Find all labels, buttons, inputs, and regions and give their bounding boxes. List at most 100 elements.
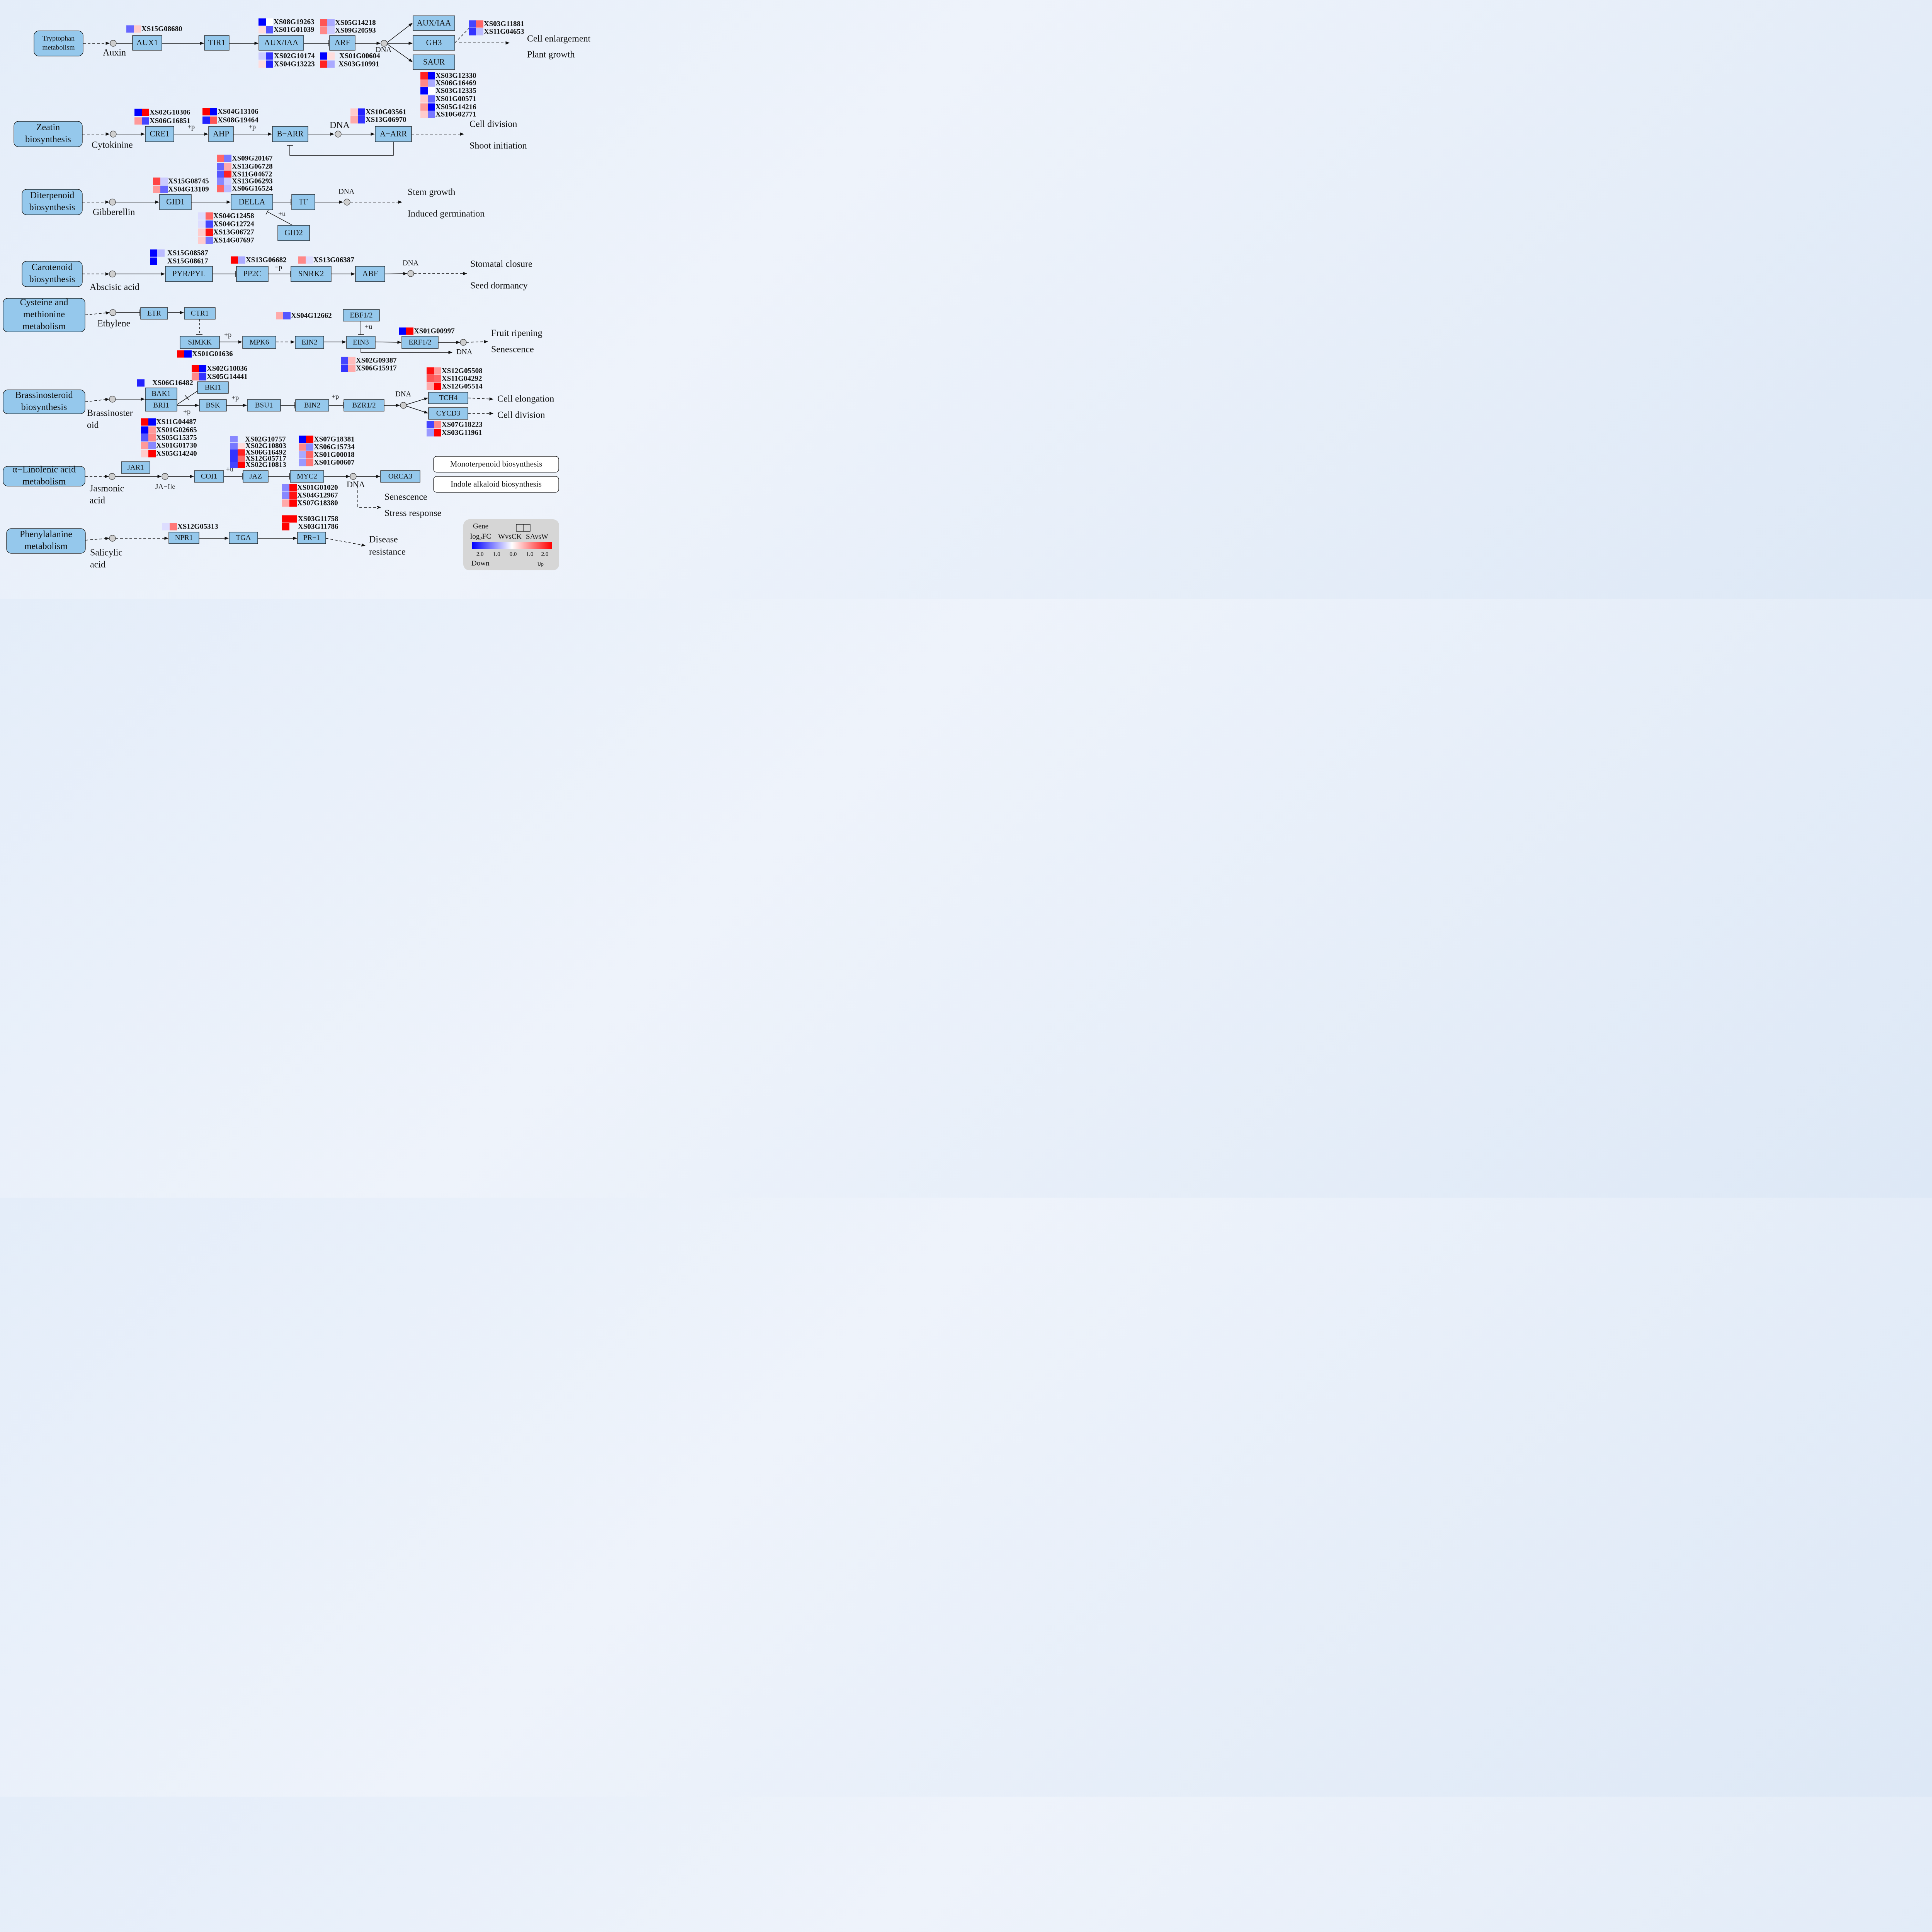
- node-snrk2: [291, 266, 332, 282]
- pathway-zea-label: biosynthesis: [25, 134, 71, 145]
- gene-cell: [428, 103, 435, 111]
- gene-label: XS05G15375: [156, 434, 197, 442]
- node-aarr: [375, 126, 412, 142]
- node-simkk: [180, 336, 220, 349]
- edges-layer: [82, 23, 510, 547]
- pathway-lin-label: α−Linolenic acid: [12, 464, 76, 474]
- gene-cell: [289, 515, 297, 523]
- pathway-car: [22, 261, 83, 287]
- gene-cell: [192, 373, 199, 381]
- gene-cell: [141, 434, 148, 442]
- gene-label: XS04G12662: [291, 311, 332, 320]
- node-bki1: [197, 381, 229, 394]
- dna-label: DNA: [456, 348, 472, 356]
- gene-cell: [198, 220, 206, 228]
- gene-cell: [306, 435, 313, 443]
- gene-cell: [327, 27, 335, 34]
- gene-cell: [153, 177, 160, 185]
- gene-label: XS03G11786: [298, 522, 338, 531]
- gene-label: XS06G15917: [356, 364, 397, 372]
- gene-cell: [238, 456, 245, 462]
- gene-label: XS06G15734: [314, 443, 355, 451]
- jasmonic-node: [109, 473, 116, 480]
- gene-cell: [224, 163, 231, 170]
- gene-cell: [306, 459, 313, 466]
- node-jar1-label: JAR1: [127, 463, 144, 471]
- node-saur-label: SAUR: [423, 57, 445, 66]
- node-jaz-label: JAZ: [249, 472, 262, 480]
- gene-cell: [230, 436, 238, 442]
- gene-cell: [406, 327, 413, 335]
- gene-label: XS01G01039: [274, 26, 315, 34]
- hormone-label-brassinosteroid: Brassinoster: [87, 408, 133, 418]
- node-auxiaa2-label: AUX/IAA: [417, 18, 451, 27]
- gene-label: XS02G10036: [207, 364, 248, 372]
- gene-label: XS03G12335: [435, 87, 476, 95]
- gene-cell: [320, 19, 327, 27]
- gene-label: XS11G04292: [442, 374, 482, 383]
- gene-cell: [198, 236, 206, 244]
- node-jaz: [243, 470, 269, 483]
- legend-color-scale: [472, 542, 552, 549]
- gene-label: XS04G12458: [213, 212, 254, 220]
- gene-cell: [202, 108, 210, 116]
- node-ahp-label: AHP: [213, 129, 229, 138]
- node-bsk-label: BSK: [206, 401, 220, 409]
- edge: [85, 398, 110, 402]
- gene-cell: [238, 443, 245, 449]
- gene-cell: [206, 228, 213, 236]
- pathway-car-label: Carotenoid: [32, 262, 73, 272]
- gene-cell: [160, 177, 168, 185]
- gene-cell: [134, 109, 142, 116]
- gene-cell: [266, 52, 273, 60]
- gene-label: XS05G14240: [156, 449, 197, 457]
- gene-cell: [162, 523, 170, 531]
- node-ebf12: [343, 309, 380, 321]
- gene-label: XS03G12330: [435, 71, 476, 80]
- gene-cell: [358, 116, 365, 124]
- gene-cell: [350, 108, 358, 116]
- gene-cell: [434, 421, 441, 429]
- phosphorylation-label: +p: [332, 393, 339, 400]
- hormone-label-jasmonic: acid: [90, 496, 105, 506]
- gene-label: XS01G00571: [435, 95, 476, 103]
- node-ein3: [346, 336, 376, 349]
- gene-label: XS09G20167: [232, 154, 273, 162]
- legend-tick: 1.0: [526, 551, 534, 557]
- node-aux1-label: AUX1: [136, 38, 158, 47]
- gene-cell: [327, 19, 335, 27]
- gene-cell: [238, 449, 245, 456]
- node-ctr1: [184, 307, 216, 320]
- hormone-label-cytokinine: Cytokinine: [92, 140, 133, 150]
- cytokinine-node: [110, 131, 117, 138]
- dna-label: DNA: [347, 480, 365, 489]
- gene-cell: [306, 256, 313, 264]
- gene-label: XS02G09387: [356, 356, 397, 364]
- gene-label: XS06G16469: [435, 79, 476, 87]
- gene-cell: [206, 220, 213, 228]
- gene-cell: [170, 523, 177, 531]
- gene-label: XS03G11961: [442, 429, 482, 437]
- gene-cell: [141, 426, 148, 434]
- gene-cell: [177, 350, 184, 358]
- brassinosteroid-node: [109, 396, 116, 403]
- outcome-label: resistance: [369, 547, 406, 557]
- node-cre1-label: CRE1: [150, 129, 169, 138]
- outcome-label: Cell elongation: [497, 394, 554, 404]
- gene-label: XS05G14216: [435, 103, 476, 111]
- node-orca3: [380, 470, 420, 483]
- dna-label: DNA: [376, 46, 391, 54]
- gene-cell: [348, 364, 355, 372]
- node-pyr: [165, 266, 213, 282]
- node-orca3-label: ORCA3: [388, 472, 412, 480]
- gene-cell: [434, 367, 441, 375]
- gene-cell: [428, 79, 435, 87]
- gene-label: XS06G16524: [232, 184, 273, 192]
- node-arf: [329, 35, 355, 51]
- gene-cell: [434, 383, 441, 390]
- node-coi1: [194, 470, 224, 483]
- edge: [325, 538, 366, 547]
- node-abf: [355, 266, 385, 282]
- gene-cell: [259, 18, 266, 26]
